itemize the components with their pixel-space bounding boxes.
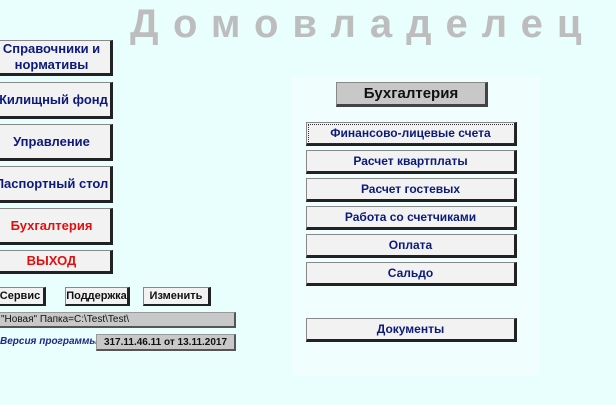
guest-calculation-button[interactable]: Расчет гостевых [306, 178, 517, 202]
menu-passport-office[interactable]: Паспортный стол [0, 166, 113, 203]
exit-button[interactable]: ВЫХОД [0, 250, 113, 274]
menu-accounting[interactable]: Бухгалтерия [0, 208, 113, 245]
change-button[interactable]: Изменить [143, 287, 211, 306]
meters-button[interactable]: Работа со счетчиками [306, 206, 517, 230]
documents-button[interactable]: Документы [306, 318, 517, 342]
financial-accounts-button[interactable]: Финансово-лицевые счета [306, 122, 517, 146]
menu-management[interactable]: Управление [0, 124, 113, 161]
folder-info: "Новая" Папка=C:\Test\Test\ [0, 312, 236, 328]
rent-calculation-button[interactable]: Расчет квартплаты [306, 150, 517, 174]
section-title: Бухгалтерия [336, 82, 488, 107]
version-value: 317.11.46.11 от 13.11.2017 [96, 334, 236, 351]
app-title: Домовладелец [130, 2, 596, 46]
support-button[interactable]: Поддержка [65, 287, 130, 306]
version-label: Версия программы [0, 336, 98, 347]
payment-button[interactable]: Оплата [306, 234, 517, 258]
balance-button[interactable]: Сальдо [306, 262, 517, 286]
menu-housing-fund[interactable]: Жилищный фонд [0, 82, 113, 119]
service-button[interactable]: Сервис [0, 287, 46, 306]
menu-references[interactable]: Справочники и нормативы [0, 40, 113, 76]
